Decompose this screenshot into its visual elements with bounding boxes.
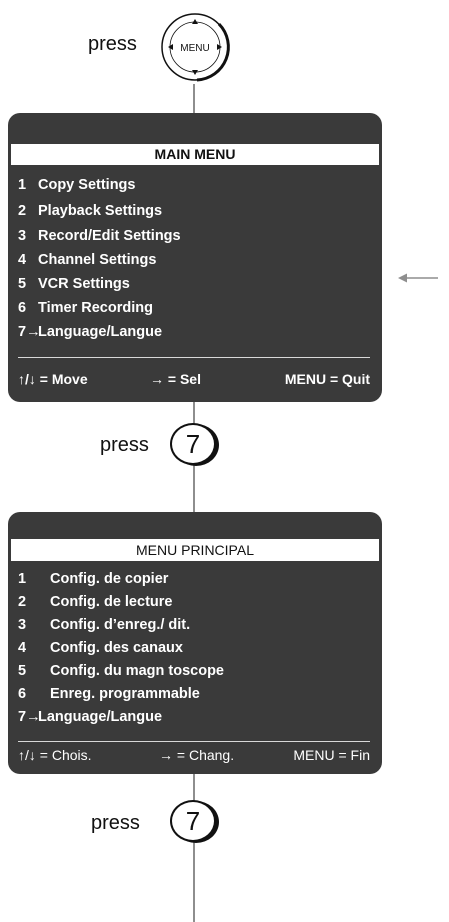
menu-item-6[interactable]: 6 Timer Recording — [18, 300, 153, 316]
menu-item-number: 1 — [18, 571, 27, 587]
menu-item-number: 2 — [18, 594, 27, 610]
menu-item-label: Config. du magn toscope — [50, 663, 224, 679]
key-7-label: 7 — [185, 428, 201, 459]
menu-principal-title: MENU PRINCIPAL — [11, 539, 379, 561]
menu-item-label: Copy Settings — [38, 177, 136, 193]
footer-select: → = Sel — [150, 371, 201, 387]
pointer-arrow-icon — [398, 273, 438, 283]
press-label-menu: press — [88, 33, 137, 55]
menu-item-number: 5 — [18, 276, 27, 292]
menu-item-number: 1 — [18, 177, 27, 193]
footer-move: ↑/↓ = Move — [18, 371, 88, 387]
menu-divider — [18, 357, 370, 358]
remote-menu-label: MENU — [180, 43, 209, 54]
menu-item-1[interactable]: 1 Copy Settings — [18, 177, 135, 193]
menu-item-number: 7→ — [18, 324, 41, 340]
menu-item-label: Config. d’enreg./ dit. — [50, 617, 191, 633]
menu-item-number: 6 — [18, 300, 27, 316]
footer-fr-move: ↑/↓ = Chois. — [18, 747, 92, 763]
menu-item-number: 4 — [18, 252, 27, 268]
menu-item-number: 3 — [18, 617, 27, 633]
menu-item-5[interactable]: 5 VCR Settings — [18, 276, 130, 292]
menu-fr-item-1[interactable]: 1 Config. de copier — [18, 571, 168, 587]
menu-item-label: Playback Settings — [38, 203, 163, 219]
key-7-label: 7 — [185, 805, 201, 836]
connector-line-mid-lower — [193, 462, 195, 512]
menu-item-label: Language/Langue — [38, 324, 163, 340]
main-menu-panel: MAIN MENU 1 Copy Settings 2 Playback Setti… — [8, 113, 382, 402]
menu-item-2[interactable]: 2 Playback Settings — [18, 203, 162, 219]
menu-item-7[interactable]: 7→Language/Langue — [18, 324, 162, 340]
menu-item-label: Timer Recording — [38, 300, 153, 316]
menu-fr-item-2[interactable]: 2 Config. de lecture — [18, 594, 172, 610]
menu-fr-item-5[interactable]: 5 Config. du magn toscope — [18, 663, 224, 679]
press-label-7-first: press — [100, 434, 149, 456]
menu-item-label: Channel Settings — [38, 252, 157, 268]
key-7-button-first: 7 — [170, 423, 216, 465]
footer-fr-select: → = Chang. — [159, 747, 235, 763]
menu-remote-button: MENU — [161, 13, 230, 82]
main-menu-title: MAIN MENU — [11, 144, 379, 165]
footer-fr-quit: MENU = Fin — [293, 747, 370, 763]
key-7-button-second: 7 — [170, 800, 216, 842]
menu-item-label: Config. des canaux — [50, 640, 183, 656]
menu-fr-item-4[interactable]: 4 Config. des canaux — [18, 640, 183, 656]
menu-fr-divider — [18, 741, 370, 742]
menu-item-label: Language/Langue — [38, 709, 163, 725]
press-label-7-second: press — [91, 812, 140, 834]
menu-item-number: 3 — [18, 228, 27, 244]
menu-item-3[interactable]: 3 Record/Edit Settings — [18, 228, 181, 244]
menu-item-number: 2 — [18, 203, 27, 219]
connector-line-bottom — [193, 838, 195, 922]
menu-item-label: Config. de copier — [50, 571, 169, 587]
menu-fr-item-6[interactable]: 6 Enreg. programmable — [18, 686, 200, 702]
menu-item-number: 4 — [18, 640, 27, 656]
menu-item-label: Record/Edit Settings — [38, 228, 181, 244]
menu-item-number: 5 — [18, 663, 27, 679]
menu-item-number: 6 — [18, 686, 27, 702]
footer-quit: MENU = Quit — [284, 371, 370, 387]
menu-fr-item-7[interactable]: 7→Language/Langue — [18, 709, 162, 725]
connector-line-top — [193, 84, 195, 114]
menu-item-label: Config. de lecture — [50, 594, 173, 610]
menu-item-label: VCR Settings — [38, 276, 130, 292]
menu-item-number: 7→ — [18, 709, 41, 725]
menu-item-4[interactable]: 4 Channel Settings — [18, 252, 156, 268]
menu-item-label: Enreg. programmable — [50, 686, 200, 702]
menu-fr-item-3[interactable]: 3 Config. d’enreg./ dit. — [18, 617, 190, 633]
connector-line-lower-upper — [193, 774, 195, 802]
connector-line-mid-upper — [193, 402, 195, 426]
